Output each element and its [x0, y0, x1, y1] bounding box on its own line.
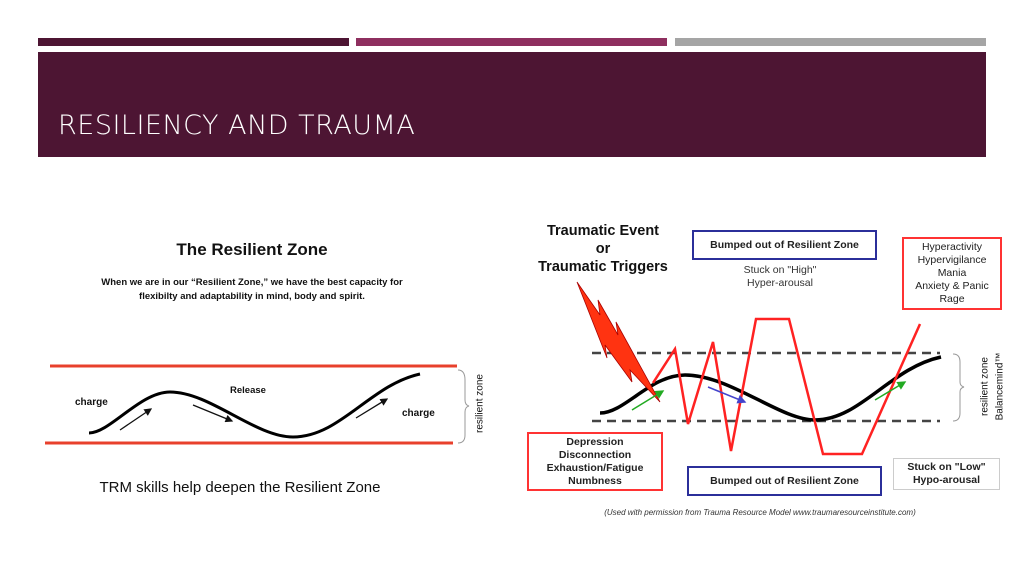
trigger-line-1: Traumatic Event [546, 223, 659, 239]
symptom: Rage [939, 293, 965, 305]
trigger-line-3: Traumatic Triggers [538, 259, 668, 275]
hypoarousal-symptoms-box: Depression Disconnection Exhaustion/Fati… [527, 432, 663, 491]
trigger-line-2: or [595, 241, 611, 257]
arrow-charge-left [119, 408, 153, 431]
label-resilient-zone-left: resilient zone [474, 374, 486, 433]
symptom: Hyperactivity [921, 241, 983, 253]
bumped-out-bottom-box: Bumped out of Resilient Zone [687, 466, 882, 496]
stuck-high: Stuck on "High" [743, 264, 817, 276]
subtitle-line-1: When we are in our “Resilient Zone,” we … [101, 277, 403, 288]
lightning-bolt-icon [576, 281, 661, 403]
label-release: Release [230, 385, 266, 396]
stuck-low-box: Stuck on "Low" Hypo-arousal [893, 458, 1000, 490]
arrow-release [192, 404, 234, 423]
label-balancemind: Balancemind™ [994, 352, 1006, 421]
bumped-out-top-box: Bumped out of Resilient Zone [692, 230, 877, 260]
dysregulated-line [651, 317, 922, 456]
symptom: Numbness [568, 474, 622, 487]
resilience-wave [88, 372, 421, 439]
slide-title: RESILIENCY AND TRAUMA [58, 110, 416, 141]
brace-left [457, 369, 470, 444]
bumped-out-bottom-label: Bumped out of Resilient Zone [710, 474, 859, 487]
hyper-arousal: Hyper-arousal [747, 277, 813, 289]
resilient-zone-heading: The Resilient Zone [176, 240, 328, 259]
hypo-arousal: Hypo-arousal [912, 474, 981, 486]
symptom: Mania [937, 267, 967, 279]
symptom: Anxiety & Panic [915, 280, 989, 292]
title-banner: RESILIENCY AND TRAUMA [38, 52, 986, 157]
label-resilient-zone-right: resilient zone [979, 357, 991, 416]
arrow-blue [707, 386, 747, 404]
balanced-wave [599, 355, 942, 422]
arrow-green-right [874, 381, 907, 401]
stuck-low: Stuck on "Low" [907, 461, 986, 473]
accent-bar-gray [675, 38, 986, 46]
trm-footer: TRM skills help deepen the Resilient Zon… [99, 479, 381, 496]
arrow-green-left [631, 390, 665, 411]
hyperarousal-symptoms-box: Hyperactivity Hypervigilance Mania Anxie… [902, 237, 1002, 310]
permission-caption: (Used with permission from Trauma Resour… [604, 508, 916, 517]
label-charge-right: charge [402, 408, 435, 419]
subtitle-line-2: flexibilty and adaptability in mind, bod… [139, 291, 365, 302]
symptom: Hypervigilance [917, 254, 987, 266]
symptom: Disconnection [558, 448, 632, 461]
accent-bar-pink [356, 38, 667, 46]
arrow-charge-right [355, 398, 389, 419]
bumped-out-top-label: Bumped out of Resilient Zone [710, 238, 859, 251]
accent-bar-dark [38, 38, 349, 46]
label-charge-left: charge [75, 397, 108, 408]
symptom: Exhaustion/Fatigue [546, 461, 644, 474]
symptom: Depression [566, 435, 624, 448]
brace-right [952, 353, 965, 422]
